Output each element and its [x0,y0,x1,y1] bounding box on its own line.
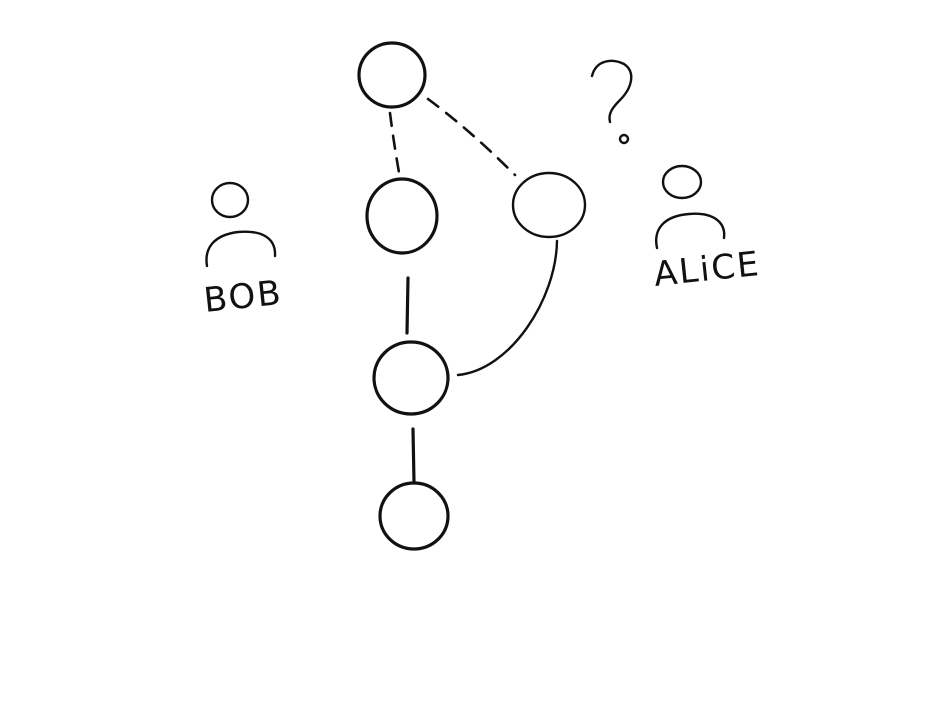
alice-label: ALiCE [651,243,763,295]
node-top [357,41,427,109]
edge-left-1-to-middle [405,276,410,335]
bob-label: BOB [201,272,285,321]
node-left-1 [365,177,439,255]
edge-right-1-to-middle [456,239,559,377]
edge-top-to-right-1 [426,97,517,177]
alice-shoulders-icon [655,212,726,250]
alice-person-icon [655,164,726,250]
alice-head-icon [661,164,703,200]
edge-middle-to-bottom [411,427,416,484]
bob-shoulders-icon [205,230,277,268]
question-mark-text: ? [0,0,1,1]
node-middle [372,340,450,416]
node-right-1 [511,171,587,239]
question-mark-icon: ? [0,0,633,145]
edge-top-to-left-1 [388,111,402,180]
node-bottom [378,481,450,551]
bob-head-icon [210,181,250,219]
bob-person-icon [205,181,277,268]
